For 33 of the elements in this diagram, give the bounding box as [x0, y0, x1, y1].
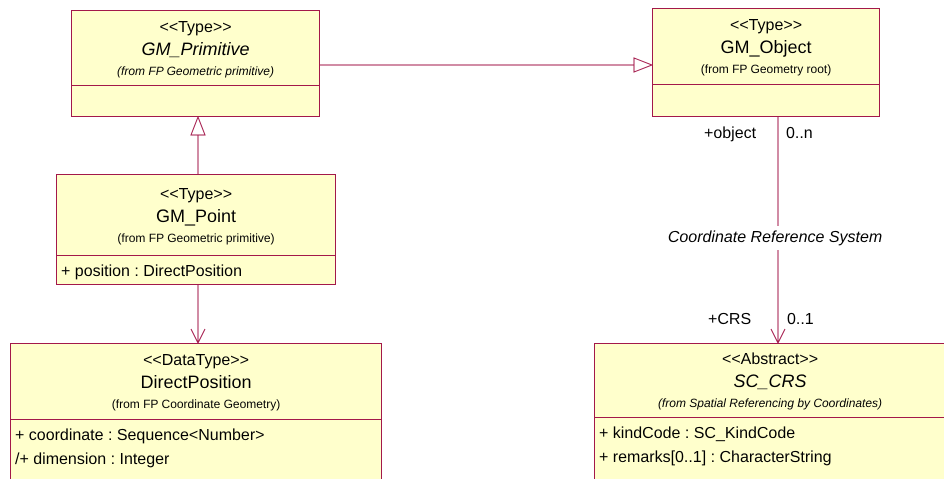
package-note: (from FP Coordinate Geometry): [112, 397, 280, 412]
role-label: +CRS: [708, 310, 752, 330]
attribute-text: + remarks[0..1] : CharacterString: [599, 448, 833, 468]
attribute-text: + coordinate : Sequence<Number>: [15, 426, 266, 446]
package-note: (from FP Geometric primitive): [117, 64, 274, 78]
class-box: [71, 10, 320, 117]
attribute-text: + kindCode : SC_KindCode: [599, 424, 796, 444]
class-name: GM_Point: [156, 204, 236, 226]
stereotype-text: <<Abstract>>: [722, 350, 818, 370]
role-label: 0..n: [786, 124, 813, 144]
class-box: [652, 8, 880, 117]
stereotype-text: <<Type>>: [730, 16, 802, 36]
package-note: (from Spatial Referencing by Coordinates): [658, 396, 882, 411]
association-line: [320, 58, 652, 72]
attribute-text: + position : DirectPosition: [61, 262, 243, 282]
class-name: DirectPosition: [140, 371, 252, 393]
class-name: GM_Primitive: [141, 38, 250, 60]
association-line: [190, 284, 206, 344]
role-label: +object: [704, 124, 756, 144]
package-note: (from FP Geometric primitive): [117, 230, 275, 246]
stereotype-text: <<Type>>: [159, 18, 232, 38]
association-line: [190, 116, 206, 174]
class-name: GM_Object: [720, 36, 812, 58]
package-note: (from FP Geometry root): [700, 62, 832, 77]
stereotype-text: <<DataType>>: [143, 351, 249, 371]
class-name: SC_CRS: [733, 370, 807, 392]
attribute-text: /+ dimension : Integer: [15, 450, 170, 470]
class-box: [56, 174, 336, 285]
role-label: 0..1: [787, 310, 814, 330]
class-box: [594, 343, 944, 479]
class-box: [10, 343, 382, 479]
association-line: [770, 116, 786, 344]
stereotype-text: <<Type>>: [160, 184, 232, 204]
